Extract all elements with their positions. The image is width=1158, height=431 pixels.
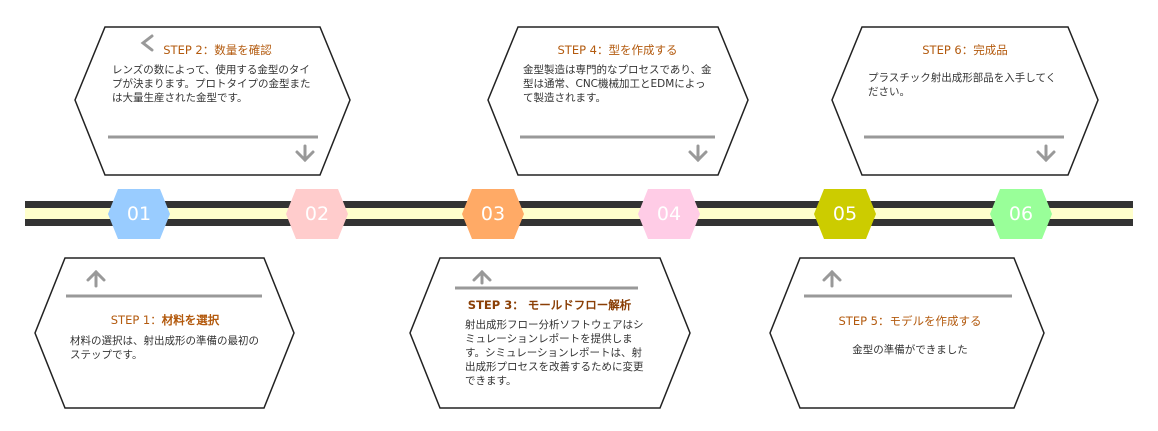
step-1-body: 材料の選択は、射出成形の準備の最初のステップです。: [70, 335, 259, 361]
down-arrow-icon: [1036, 144, 1056, 163]
step-5-box: [769, 257, 1045, 409]
step-2-body: レンズの数によって、使用する金型のタイプが決まります。プロトタイプの金型または大…: [112, 64, 311, 104]
step-2-number: 02: [304, 203, 330, 225]
step-5-title: STEP 5：モデルを作成する: [838, 314, 982, 328]
step-1-title-bold: 材料を選択: [161, 313, 220, 327]
down-arrow-icon: [688, 144, 708, 163]
step-5-body: 金型の準備ができました: [852, 344, 968, 356]
down-arrow-icon: [295, 144, 315, 163]
step-5-hex: [814, 189, 876, 239]
step-3-body: 射出成形フロー分析ソフトウェアはシミュレーションレポートを提供します。シミュレー…: [465, 319, 644, 387]
step-6-hex: [990, 189, 1052, 239]
step-4-hex: [638, 189, 700, 239]
step-2-title: STEP 2：数量を確認: [163, 43, 272, 57]
step-2-hex: [286, 189, 348, 239]
step-6-title: STEP 6：完成品: [922, 43, 1008, 57]
timeline-bar: [25, 201, 1133, 226]
step-6-number: 06: [1008, 203, 1034, 225]
step-1-box: [34, 257, 295, 409]
up-arrow-icon: [822, 269, 842, 288]
step-3-number: 03: [480, 203, 506, 225]
step-1-number: 01: [126, 203, 152, 225]
step-1-hex: [108, 189, 170, 239]
step-3-hex: [462, 189, 524, 239]
step-3-box: [409, 257, 691, 409]
step-6-body: プラスチック射出成形部品を入手してください。: [868, 72, 1057, 98]
up-arrow-icon: [472, 269, 492, 285]
chevron-left-icon: [140, 34, 154, 52]
step-1-title: STEP 1：材料を選択: [75, 312, 255, 328]
step-3-title: STEP 3： モールドフロー解析: [467, 298, 632, 312]
step-4-number: 04: [656, 203, 682, 225]
step-5-number: 05: [832, 203, 858, 225]
step-4-title: STEP 4：型を作成する: [557, 43, 678, 57]
step-4-body: 金型製造は専門的なプロセスであり、金型は通常、CNC機械加工とEDMによって製造…: [523, 64, 712, 104]
step-1-title-prefix: STEP 1：: [110, 313, 162, 327]
up-arrow-icon: [86, 269, 106, 288]
